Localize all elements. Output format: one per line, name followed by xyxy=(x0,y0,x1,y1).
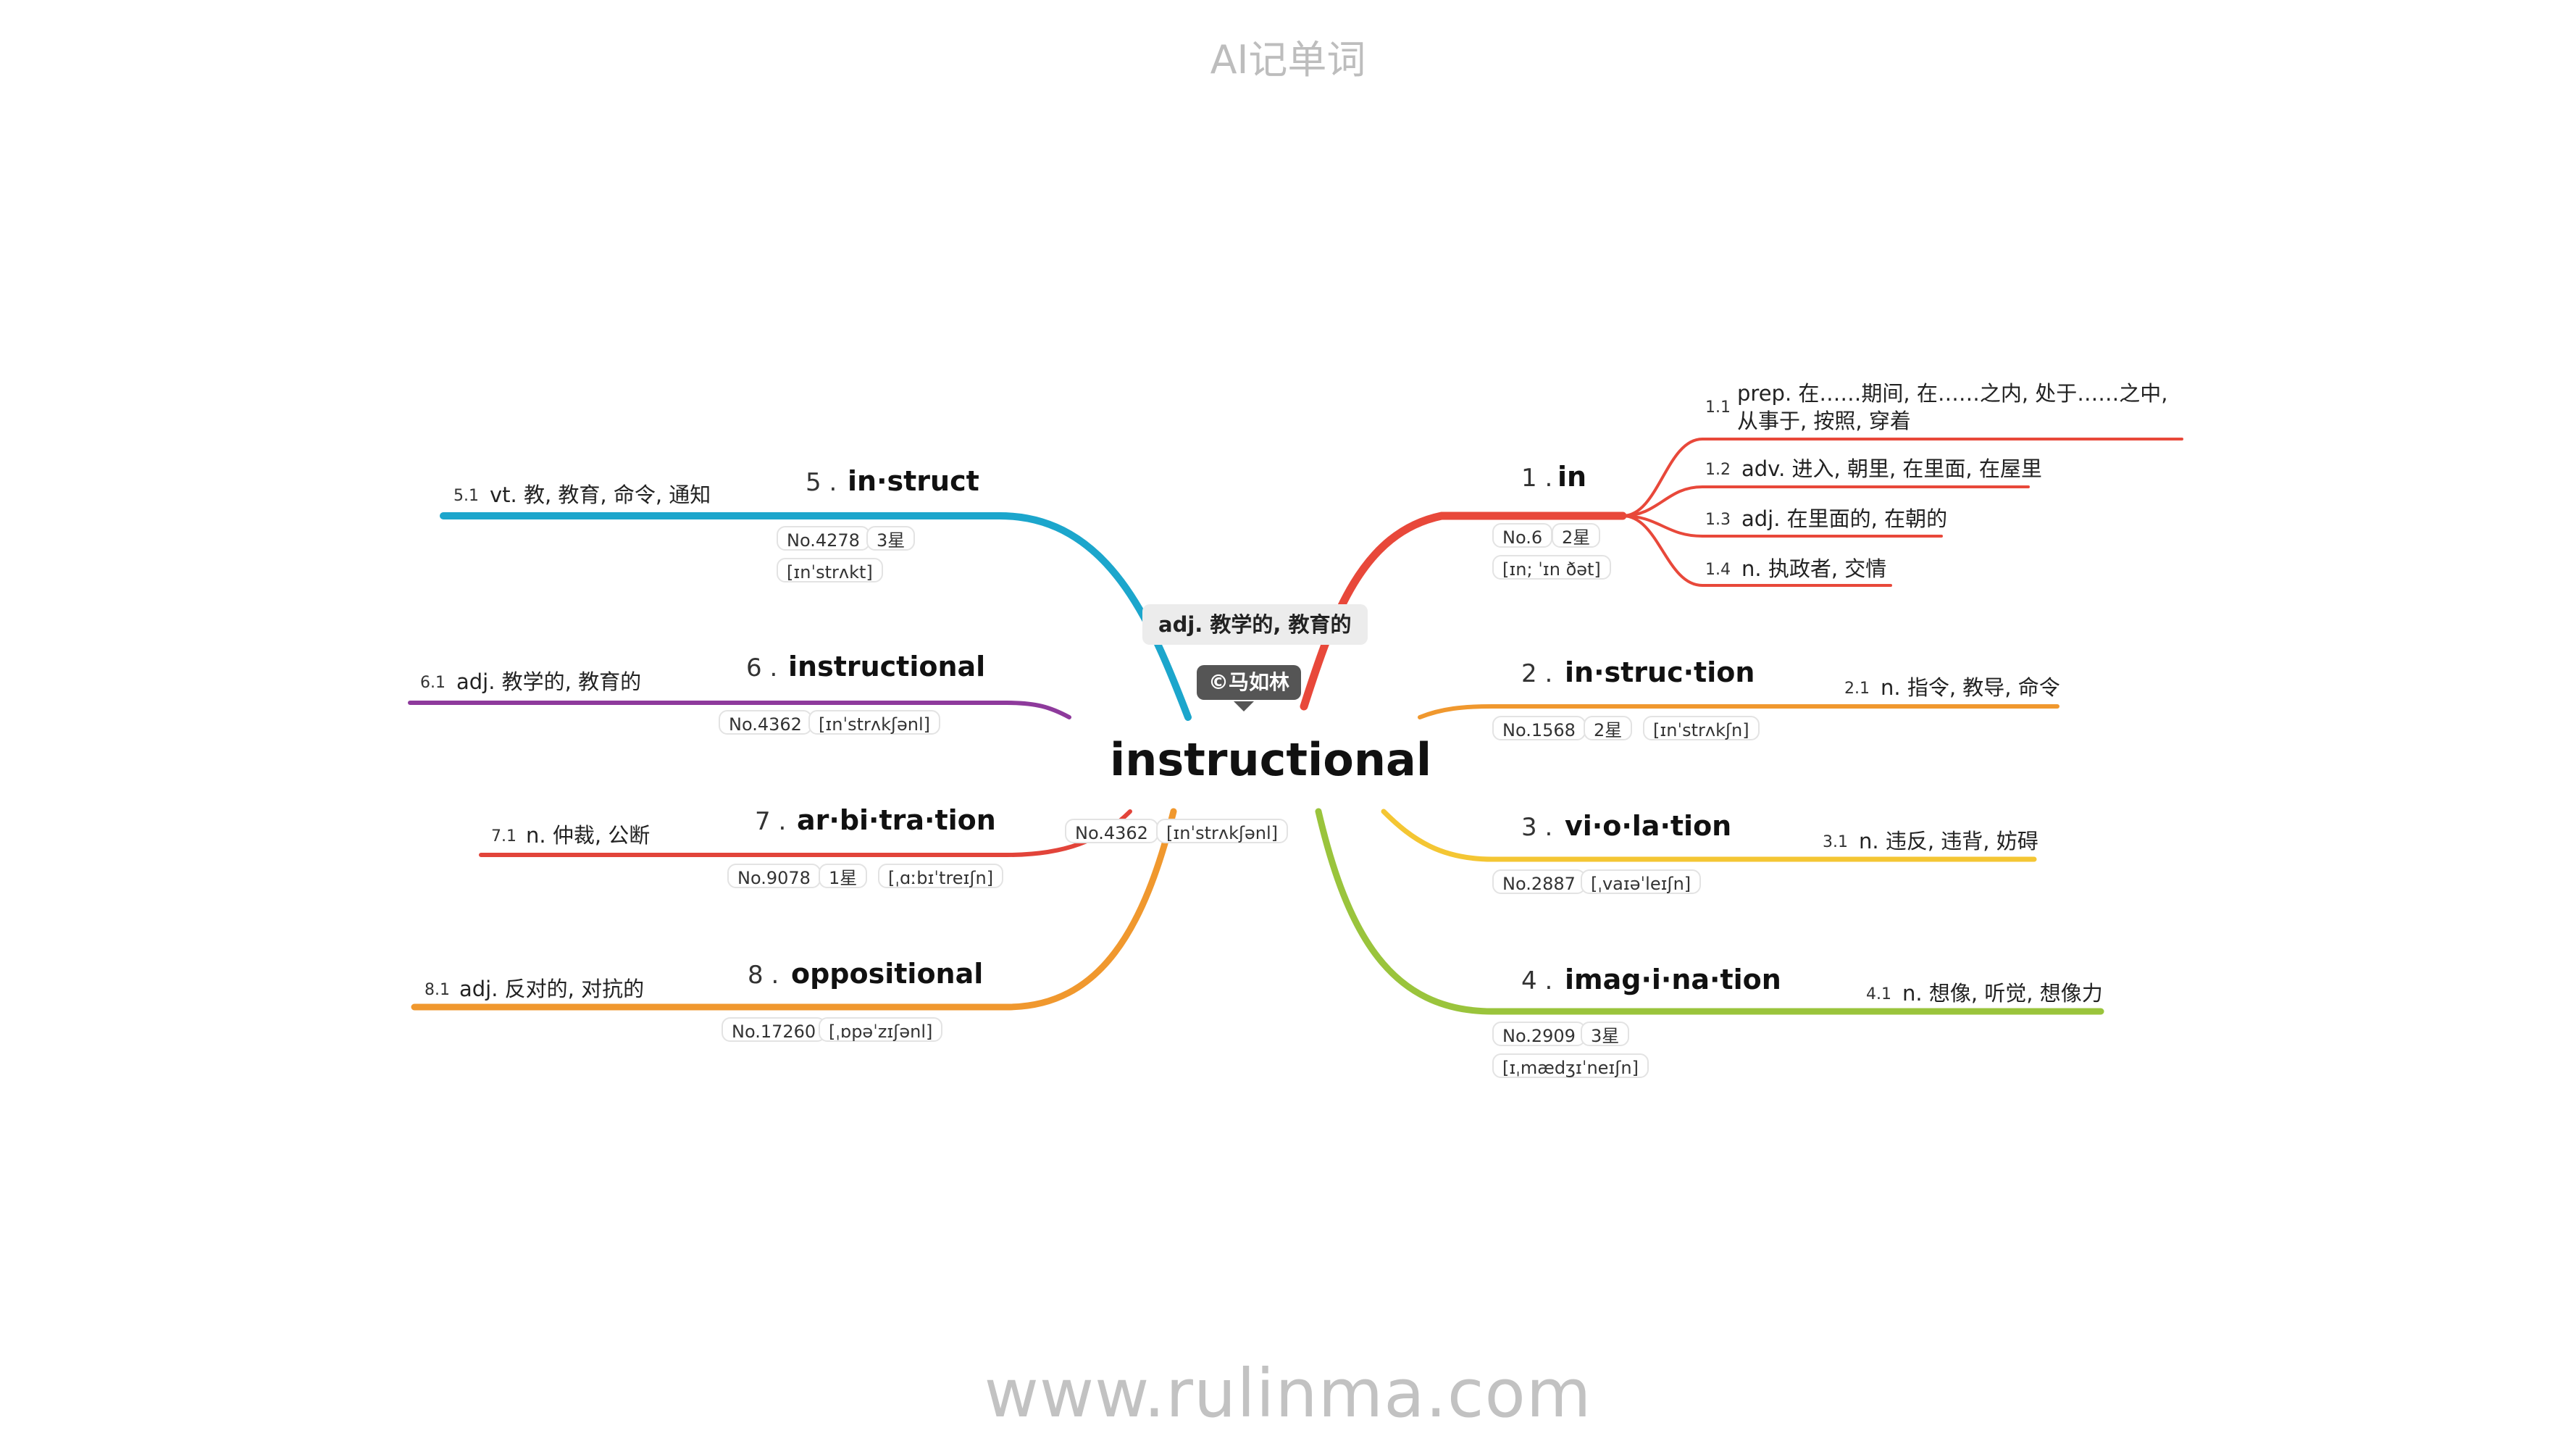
branch-1-word[interactable]: in xyxy=(1557,461,1587,493)
definition-1-4-number: 1.4 xyxy=(1705,561,1731,579)
branch-2-word[interactable]: in·struc·tion xyxy=(1565,656,1755,688)
branch-5-phonetic-chip: [ɪnˈstrʌkt] xyxy=(777,558,883,582)
branch-3-phonetic-chip: [ˌvaɪəˈleɪʃn] xyxy=(1581,869,1702,894)
definition-1-3-number: 1.3 xyxy=(1705,511,1731,529)
branch-6-rank-chip: No.4362 xyxy=(719,710,812,735)
definition-7-1: n. 仲裁, 公断 xyxy=(526,823,651,848)
definition-4-1: n. 想像, 听觉, 想像力 xyxy=(1902,981,2103,1006)
credit-badge: ©马如林 xyxy=(1197,665,1302,700)
connector-branch-2 xyxy=(1418,704,2059,719)
connector-branch-8 xyxy=(411,808,1177,1011)
footer-url: www.rulinma.com xyxy=(984,1355,1592,1432)
center-definition-callout: adj. 教学的, 教育的 xyxy=(1142,604,1368,645)
definition-7-1-number: 7.1 xyxy=(491,827,517,845)
branch-5-star-chip: 3星 xyxy=(866,526,916,551)
branch-2-phonetic-chip: [ɪnˈstrʌkʃn] xyxy=(1643,716,1760,740)
connector-branch-6 xyxy=(408,701,1071,719)
branch-7-rank-chip: No.9078 xyxy=(727,864,821,888)
branch-8-number: 8 . xyxy=(748,961,779,990)
center-rank-chip: No.4362 xyxy=(1065,819,1158,843)
definition-1-4: n. 执政者, 交情 xyxy=(1741,556,1887,581)
branch-1-phonetic-chip: [ɪn; ˈɪn ðət] xyxy=(1492,555,1611,580)
definition-8-1-number: 8.1 xyxy=(425,981,450,999)
definition-3-1: n. 违反, 违背, 妨碍 xyxy=(1859,829,2038,853)
connector-branch-1 xyxy=(1300,511,1627,711)
branch-3-number: 3 . xyxy=(1521,813,1553,842)
definition-2-1: n. 指令, 教导, 命令 xyxy=(1881,675,2060,700)
branch-6-word[interactable]: instructional xyxy=(788,651,986,682)
branch-8-rank-chip: No.17260 xyxy=(722,1017,827,1042)
branch-7-word[interactable]: ar·bi·tra·tion xyxy=(797,804,996,836)
branch-2-rank-chip: No.1568 xyxy=(1492,716,1586,740)
branch-7-phonetic-chip: [ˌɑːbɪˈtreɪʃn] xyxy=(878,864,1004,888)
definition-8-1: adj. 反对的, 对抗的 xyxy=(459,977,645,1001)
branch-4-rank-chip: No.2909 xyxy=(1492,1022,1586,1046)
definition-1-2-number: 1.2 xyxy=(1705,461,1731,479)
branch-4-star-chip: 3星 xyxy=(1581,1022,1630,1046)
definition-2-1-number: 2.1 xyxy=(1844,680,1870,698)
branch-5-rank-chip: No.4278 xyxy=(777,526,870,551)
branch-6-number: 6 . xyxy=(746,653,778,682)
connector-definition-1-2 xyxy=(1621,485,2030,517)
definition-5-1-number: 5.1 xyxy=(453,487,479,505)
definition-1-1: prep. 在……期间, 在……之内, 处于……之中, 从事于, 按照, 穿着 xyxy=(1737,381,2168,433)
branch-7-number: 7 . xyxy=(755,807,787,836)
center-word[interactable]: instructional xyxy=(1110,733,1432,786)
branch-3-word[interactable]: vi·o·la·tion xyxy=(1565,810,1732,842)
definition-6-1-number: 6.1 xyxy=(420,674,446,692)
branch-1-star-chip: 2星 xyxy=(1552,523,1601,548)
branch-8-phonetic-chip: [ˌɒpəˈzɪʃənl] xyxy=(819,1017,943,1042)
connector-branch-5 xyxy=(440,512,1192,721)
definition-4-1-number: 4.1 xyxy=(1866,985,1891,1003)
branch-2-number: 2 . xyxy=(1521,659,1553,688)
definition-1-1-number: 1.1 xyxy=(1705,398,1731,417)
branch-2-star-chip: 2星 xyxy=(1584,716,1633,740)
connector-definition-1-3 xyxy=(1621,514,1943,538)
connector-branch-4 xyxy=(1315,808,2104,1015)
definition-3-1-number: 3.1 xyxy=(1823,833,1848,851)
definition-6-1: adj. 教学的, 教育的 xyxy=(456,669,642,694)
connector-definition-1-4 xyxy=(1621,514,1892,587)
branch-5-word[interactable]: in·struct xyxy=(848,465,979,497)
branch-4-number: 4 . xyxy=(1521,966,1553,995)
branch-6-phonetic-chip: [ɪnˈstrʌkʃənl] xyxy=(808,710,941,735)
branch-1-number: 1 . xyxy=(1521,464,1553,493)
branch-3-rank-chip: No.2887 xyxy=(1492,869,1586,894)
credit-badge-pointer xyxy=(1234,701,1254,711)
branch-1-rank-chip: No.6 xyxy=(1492,523,1553,548)
branch-7-star-chip: 1星 xyxy=(819,864,868,888)
branch-4-phonetic-chip: [ɪˌmædʒɪˈneɪʃn] xyxy=(1492,1053,1649,1078)
branch-8-word[interactable]: oppositional xyxy=(791,958,984,990)
center-phonetic-chip: [ɪnˈstrʌkʃənl] xyxy=(1156,819,1289,843)
app-title: AI记单词 xyxy=(1210,37,1366,83)
branch-5-number: 5 . xyxy=(806,468,837,497)
definition-1-3: adj. 在里面的, 在朝的 xyxy=(1741,506,1948,531)
branch-4-word[interactable]: imag·i·na·tion xyxy=(1565,964,1781,995)
definition-1-2: adv. 进入, 朝里, 在里面, 在屋里 xyxy=(1741,456,2042,481)
connector-definition-1-1 xyxy=(1621,438,2183,517)
connector-branch-3 xyxy=(1381,809,2037,862)
definition-5-1: vt. 教, 教育, 命令, 通知 xyxy=(490,483,711,507)
